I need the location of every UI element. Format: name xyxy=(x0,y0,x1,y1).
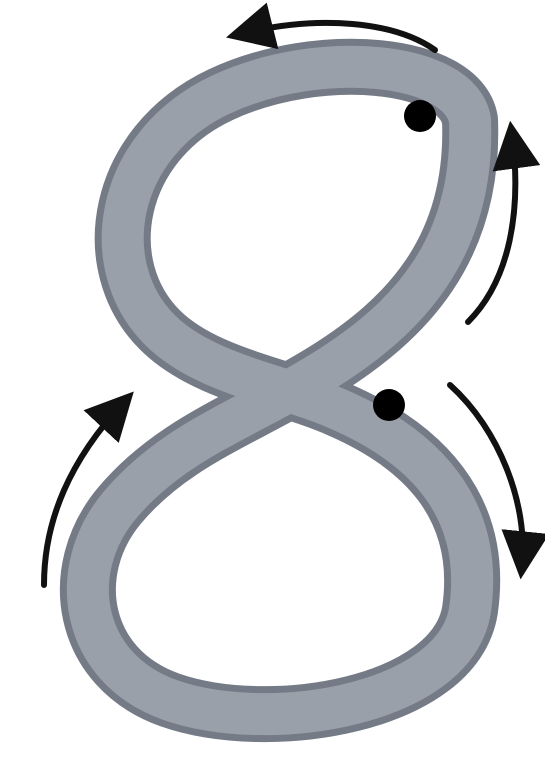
crossing-dot-icon xyxy=(373,389,405,421)
digit-eight-stroke xyxy=(88,67,472,714)
digit-eight-fill xyxy=(88,67,472,714)
start-dot-icon xyxy=(404,100,436,132)
